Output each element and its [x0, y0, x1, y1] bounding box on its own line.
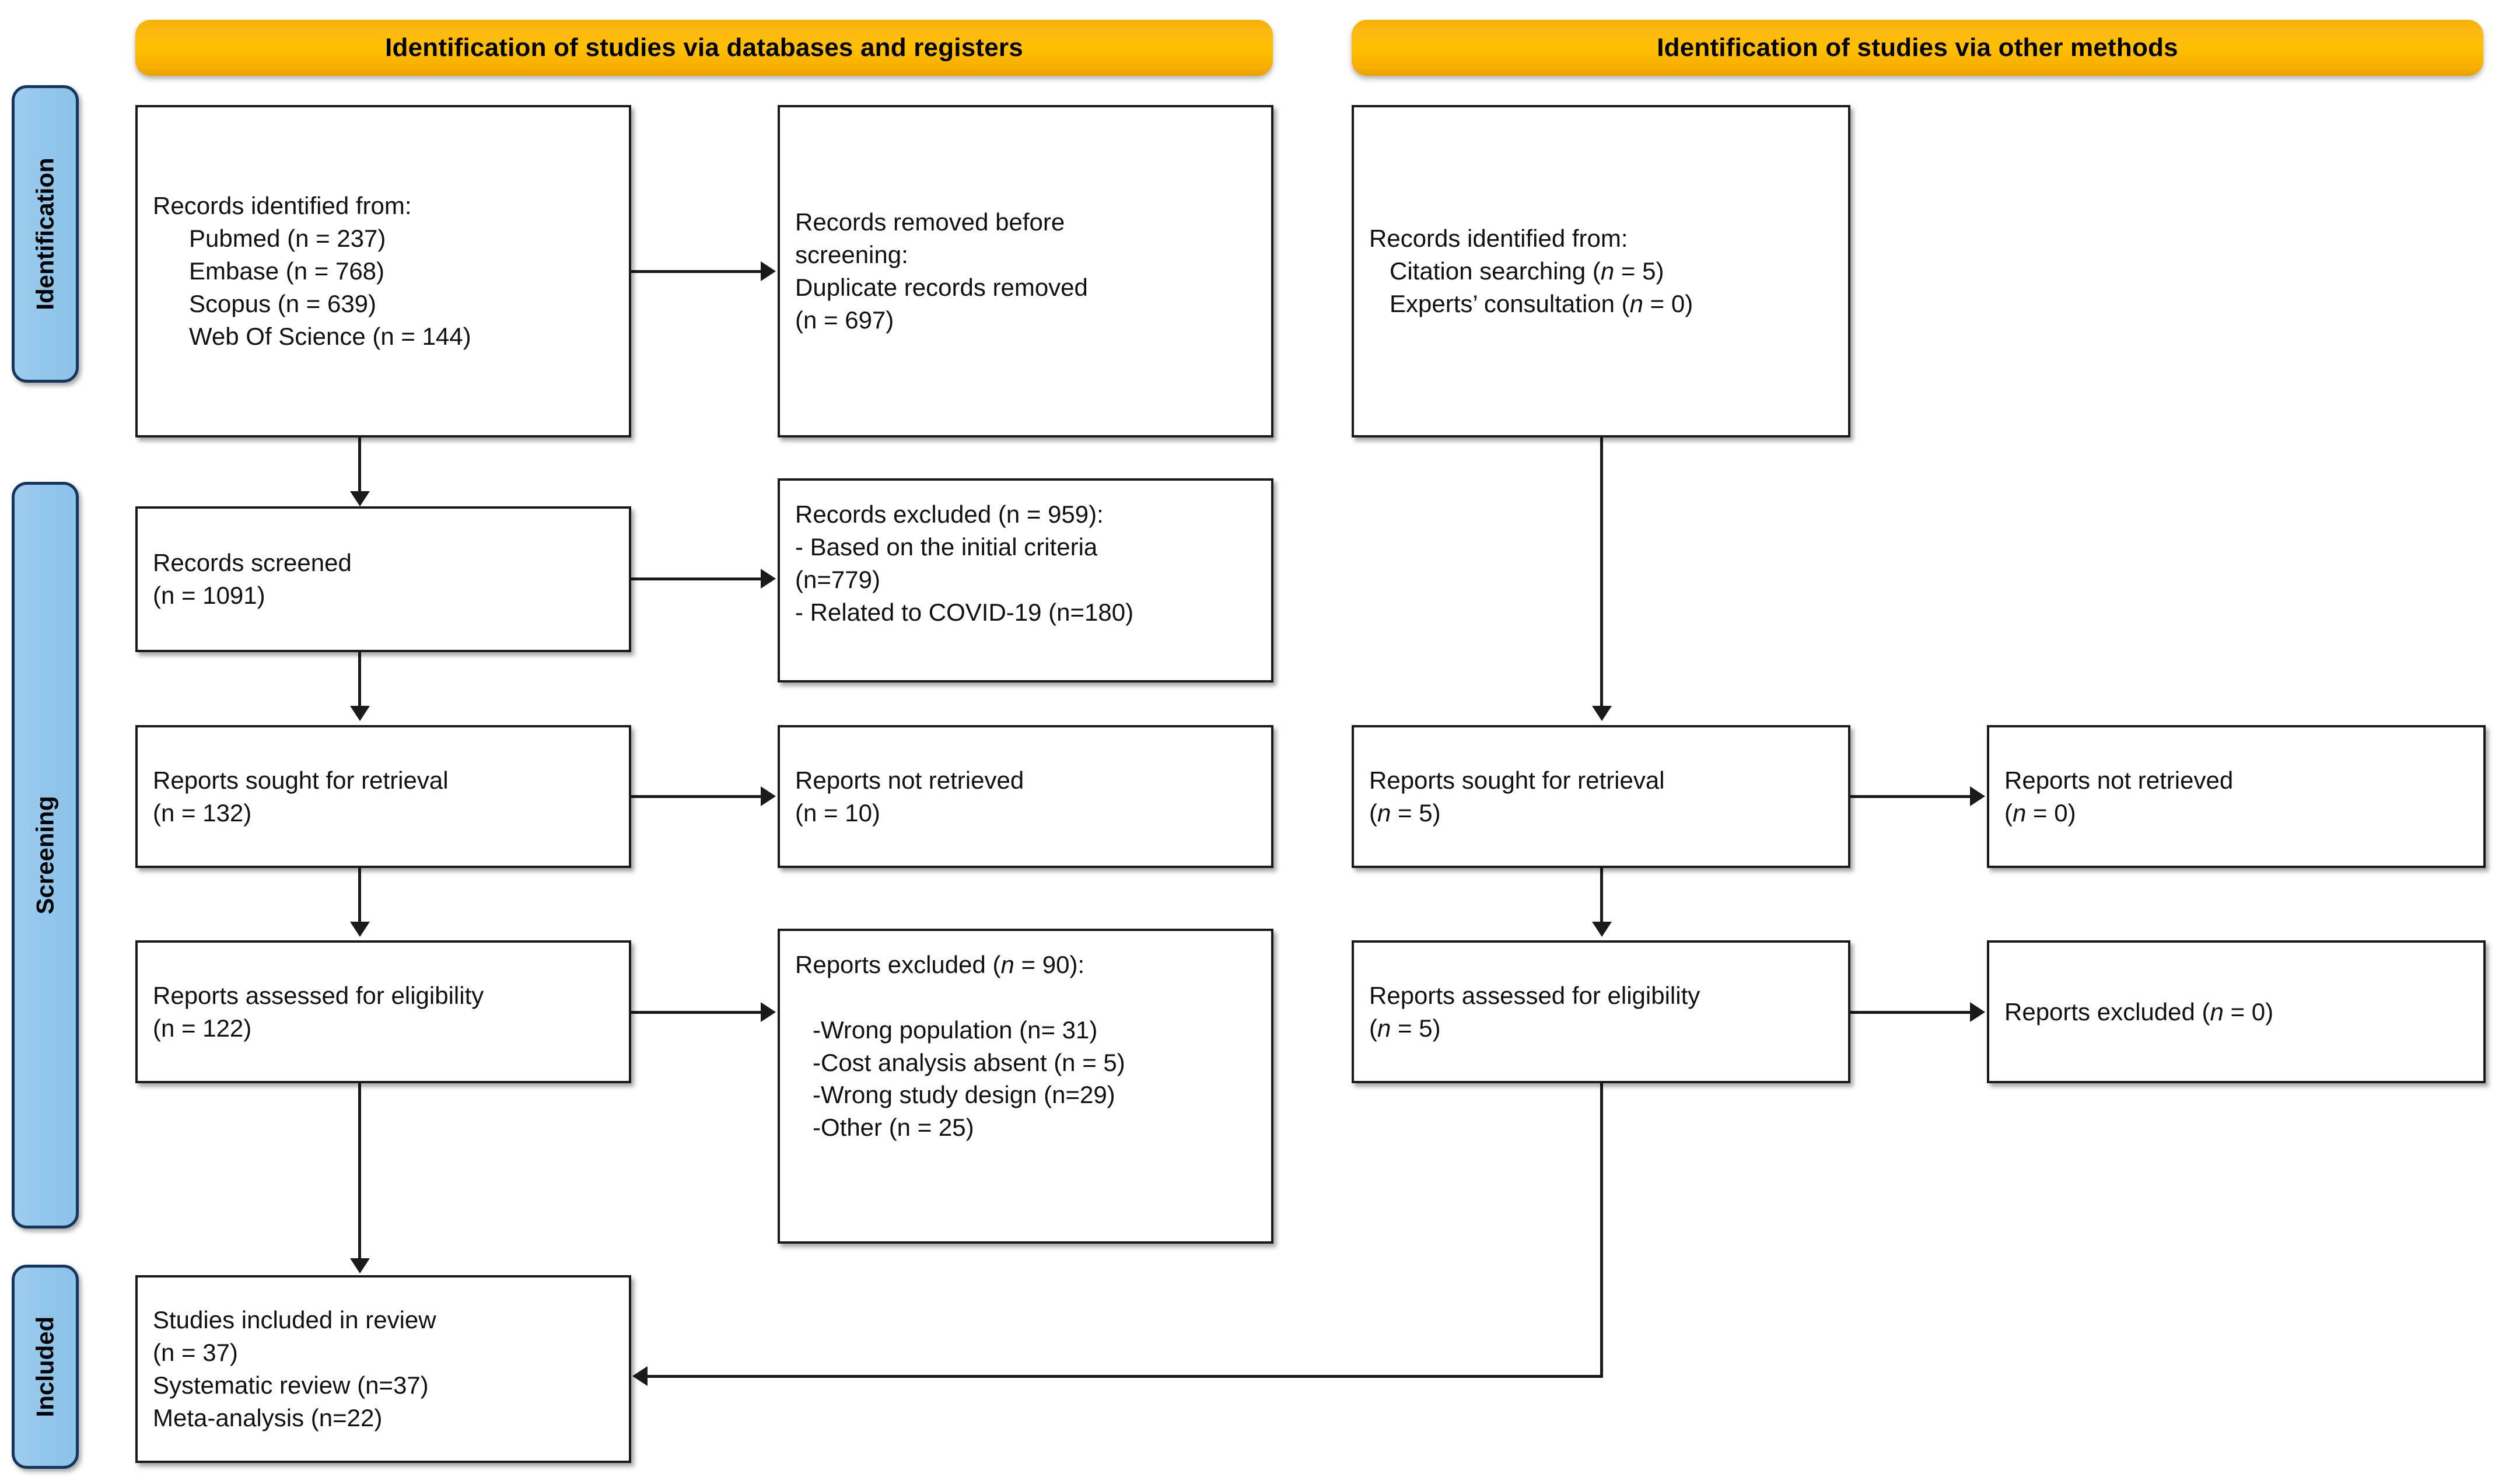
connector-assessed-to-excluded-left: [631, 1011, 761, 1014]
connector-identified-to-screened: [358, 438, 361, 491]
studies-included-count: (n = 37): [153, 1339, 238, 1367]
phase-header-databases: Identification of studies via databases …: [135, 20, 1273, 76]
arrow-head-sought-to-assessed-right: [1592, 922, 1612, 937]
box-studies-included: Studies included in review (n = 37) Syst…: [135, 1275, 631, 1463]
box-reports-not-retrieved-left: Reports not retrieved (n = 10): [778, 725, 1273, 868]
records-identified-line1: Records identified from:: [153, 192, 412, 220]
arrow-head-sought-to-not-retrieved-right: [1970, 786, 1985, 806]
connector-assessed-to-excluded-right: [1850, 1011, 1970, 1014]
box-records-identified-databases: Records identified from: Pubmed (n = 237…: [135, 105, 631, 438]
box-reports-excluded-right: Reports excluded (n = 0): [1987, 940, 2486, 1083]
records-removed-line3: Duplicate records removed: [795, 274, 1088, 301]
arrow-head-right-to-included: [632, 1366, 648, 1386]
phase-header-databases-label: Identification of studies via databases …: [385, 33, 1023, 62]
box-reports-assessed-left: Reports assessed for eligibility (n = 12…: [135, 940, 631, 1083]
reports-sought-right-count: (n = 5): [1369, 799, 1441, 827]
reports-excluded-left-wrong-population: -Wrong population (n= 31): [813, 1016, 1098, 1044]
box-reports-not-retrieved-right: Reports not retrieved (n = 0): [1987, 725, 2486, 868]
connector-sought-to-assessed-left: [358, 868, 361, 922]
reports-excluded-right-line1: Reports excluded (n = 0): [2004, 998, 2274, 1026]
connector-sought-to-not-retrieved-right: [1850, 795, 1970, 798]
records-screened-line1: Records screened: [153, 549, 352, 577]
box-records-excluded: Records excluded (n = 959): - Based on t…: [778, 478, 1273, 682]
phase-header-other-methods: Identification of studies via other meth…: [1352, 20, 2483, 76]
box-records-screened: Records screened (n = 1091): [135, 506, 631, 652]
arrow-head-assessed-to-excluded-left: [761, 1002, 776, 1022]
reports-not-retrieved-left-line1: Reports not retrieved: [795, 766, 1024, 794]
studies-included-systematic-review: Systematic review (n=37): [153, 1371, 429, 1399]
box-records-identified-other-methods: Records identified from: Citation search…: [1352, 105, 1850, 438]
reports-assessed-right-line1: Reports assessed for eligibility: [1369, 981, 1700, 1009]
stage-label-identification-text: Identification: [31, 158, 59, 310]
reports-not-retrieved-right-count: (n = 0): [2004, 799, 2076, 827]
arrow-head-assessed-to-included: [350, 1258, 370, 1273]
studies-included-meta-analysis: Meta-analysis (n=22): [153, 1404, 383, 1432]
box-reports-sought-left: Reports sought for retrieval (n = 132): [135, 725, 631, 868]
reports-excluded-left-other: -Other (n = 25): [813, 1114, 974, 1142]
arrow-head-screened-to-excluded: [761, 569, 776, 589]
connector-sought-to-not-retrieved-left: [631, 795, 761, 798]
records-removed-line1: Records removed before: [795, 208, 1065, 236]
stage-label-identification: Identification: [12, 85, 79, 383]
arrow-head-sought-to-not-retrieved-left: [761, 786, 776, 806]
records-identified-embase: Embase (n = 768): [189, 257, 385, 285]
reports-assessed-left-count: (n = 122): [153, 1014, 252, 1042]
arrow-head-other-identified-to-sought: [1592, 706, 1612, 721]
records-identified-other-experts: Experts’ consultation (n = 0): [1369, 289, 1693, 317]
reports-sought-left-line1: Reports sought for retrieval: [153, 766, 449, 794]
connector-other-identified-to-sought: [1600, 438, 1603, 706]
box-records-removed-before-screening: Records removed before screening: Duplic…: [778, 105, 1273, 438]
connector-screened-to-excluded: [631, 578, 761, 580]
records-screened-count: (n = 1091): [153, 582, 265, 609]
records-identified-pubmed: Pubmed (n = 237): [189, 225, 386, 253]
arrow-head-screened-to-sought: [350, 706, 370, 721]
reports-not-retrieved-left-count: (n = 10): [795, 799, 880, 827]
stage-label-included: Included: [12, 1265, 79, 1469]
stage-label-screening: Screening: [12, 482, 79, 1228]
records-identified-wos: Web Of Science (n = 144): [189, 322, 471, 350]
reports-excluded-left-cost-analysis: -Cost analysis absent (n = 5): [813, 1048, 1125, 1076]
records-removed-line2: screening:: [795, 241, 908, 269]
box-reports-excluded-left: Reports excluded (n = 90): -Wrong popula…: [778, 929, 1273, 1244]
connector-identified-to-removed: [631, 270, 761, 273]
reports-not-retrieved-right-line1: Reports not retrieved: [2004, 766, 2234, 794]
connector-sought-to-assessed-right: [1600, 868, 1603, 922]
records-identified-other-line1: Records identified from:: [1369, 225, 1628, 253]
connector-assessed-to-included: [358, 1083, 361, 1258]
connector-right-to-included-vertical: [1600, 1083, 1603, 1378]
records-identified-other-citation: Citation searching (n = 5): [1369, 257, 1664, 285]
arrow-head-identified-to-removed: [761, 261, 776, 281]
arrow-head-assessed-to-excluded-right: [1970, 1002, 1985, 1022]
records-excluded-line3: (n=779): [795, 565, 880, 593]
phase-header-other-methods-label: Identification of studies via other meth…: [1657, 33, 2178, 62]
studies-included-line1: Studies included in review: [153, 1306, 436, 1334]
box-reports-assessed-right: Reports assessed for eligibility (n = 5): [1352, 940, 1850, 1083]
reports-sought-left-count: (n = 132): [153, 799, 252, 827]
reports-excluded-left-line1: Reports excluded (n = 90):: [795, 951, 1085, 978]
box-reports-sought-right: Reports sought for retrieval (n = 5): [1352, 725, 1850, 868]
reports-assessed-left-line1: Reports assessed for eligibility: [153, 981, 484, 1009]
arrow-head-sought-to-assessed-left: [350, 922, 370, 937]
reports-assessed-right-count: (n = 5): [1369, 1014, 1441, 1042]
records-removed-count: (n = 697): [795, 306, 894, 334]
connector-screened-to-sought: [358, 652, 361, 706]
reports-excluded-left-wrong-design: -Wrong study design (n=29): [813, 1081, 1115, 1109]
stage-label-included-text: Included: [31, 1316, 59, 1418]
records-excluded-line1: Records excluded (n = 959):: [795, 501, 1104, 528]
connector-right-to-included-horizontal: [648, 1375, 1602, 1378]
stage-label-screening-text: Screening: [31, 796, 59, 915]
records-excluded-line2: - Based on the initial criteria: [795, 533, 1098, 561]
records-identified-scopus: Scopus (n = 639): [189, 289, 377, 317]
arrow-head-identified-to-screened: [350, 491, 370, 506]
records-excluded-line4: - Related to COVID-19 (n=180): [795, 598, 1134, 626]
reports-sought-right-line1: Reports sought for retrieval: [1369, 766, 1665, 794]
